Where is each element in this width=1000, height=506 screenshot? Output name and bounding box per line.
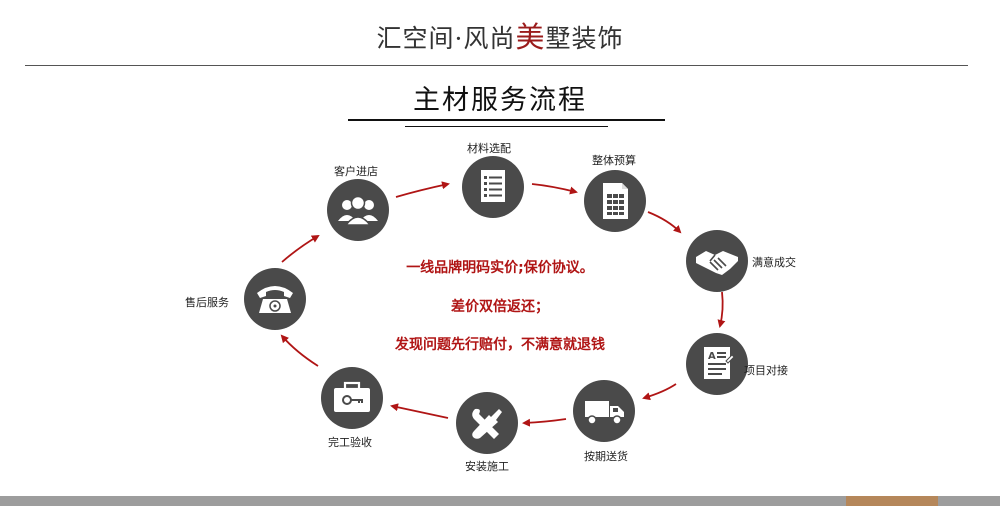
highlight-line-1: 一线品牌明码实价;保价协议。	[406, 260, 594, 276]
arrow-4	[717, 291, 726, 328]
arrow-9	[281, 234, 320, 263]
document-icon: A	[704, 347, 735, 379]
step-completion-acceptance	[321, 367, 383, 429]
delivery-truck-icon	[585, 401, 624, 425]
step-after-sales-service	[244, 268, 306, 330]
step-project-handover: A	[686, 333, 748, 395]
arrow-6	[522, 418, 567, 427]
step-label: 客户进店	[334, 165, 378, 178]
step-label: 满意成交	[752, 256, 796, 269]
step-label: 整体预算	[592, 154, 636, 167]
arrow-2	[531, 183, 578, 195]
brand-logo: 汇空间·风尚美墅装饰	[0, 14, 1000, 56]
step-material-selection	[462, 156, 524, 218]
step-label: 按期送货	[584, 450, 628, 463]
step-label: 售后服务	[185, 296, 229, 309]
handshake-icon	[696, 251, 738, 275]
step-customer-visit	[327, 179, 389, 241]
customers-icon	[338, 195, 378, 226]
arrow-8	[280, 334, 319, 367]
step-label: 材料选配	[467, 142, 511, 155]
title-underline-inner	[405, 126, 608, 127]
highlight-line-2: 差价双倍返还；	[451, 299, 549, 315]
svg-text:A: A	[708, 351, 716, 362]
arrow-1	[395, 181, 450, 198]
step-on-time-delivery	[573, 380, 635, 442]
spreadsheet-icon	[603, 183, 628, 219]
arrow-7	[390, 403, 449, 419]
brand-text-1: 汇空间·风尚	[376, 24, 516, 53]
brand-text-2: 墅装饰	[545, 24, 624, 53]
step-label: 完工验收	[328, 436, 372, 449]
arrow-5	[642, 383, 677, 401]
tools-icon	[472, 408, 502, 439]
step-overall-budget	[584, 170, 646, 232]
step-deal-closed	[686, 230, 748, 292]
title-underline	[348, 119, 665, 121]
step-installation	[456, 392, 518, 454]
briefcase-key-icon	[334, 381, 370, 412]
header-divider	[25, 65, 968, 66]
brand-text-accent: 美	[515, 20, 546, 54]
step-label: 安装施工	[465, 460, 509, 473]
telephone-icon	[257, 286, 293, 313]
footer-bar	[0, 496, 1000, 506]
page-title: 主材服务流程	[413, 85, 587, 116]
checklist-icon	[481, 170, 505, 202]
highlight-line-3: 发现问题先行赔付，不满意就退钱	[395, 337, 605, 353]
footer-accent	[846, 496, 938, 506]
step-label: 项目对接	[744, 364, 788, 377]
arrow-3	[647, 211, 682, 234]
